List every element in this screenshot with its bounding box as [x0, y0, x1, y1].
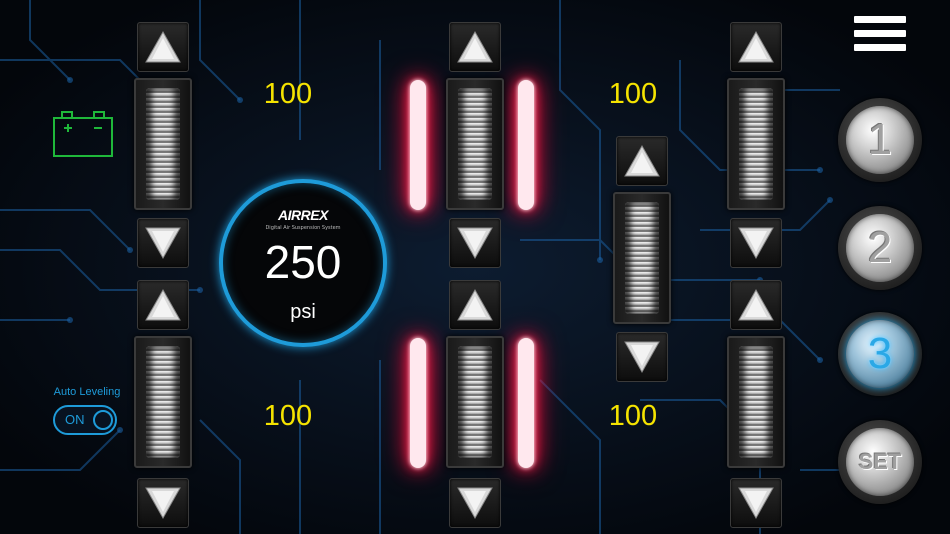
front-left-neon-indicator — [410, 80, 426, 210]
battery-icon — [53, 111, 113, 157]
pressure-unit: psi — [290, 301, 316, 323]
rear-axle-up-button[interactable] — [449, 280, 501, 330]
pressure-gauge: AIRREX Digital Air Suspension System 250… — [219, 179, 387, 347]
front-right-up-button[interactable] — [730, 22, 782, 72]
front-right-down-button[interactable] — [730, 218, 782, 268]
front-left-up-button[interactable] — [137, 22, 189, 72]
brand-subtitle: Digital Air Suspension System — [265, 225, 341, 231]
front-right-value: 100 — [608, 78, 658, 110]
preset-3-label: 3 — [846, 320, 914, 388]
preset-2-button[interactable]: 2 — [838, 206, 922, 290]
all-up-button[interactable] — [616, 136, 668, 186]
rear-left-roller[interactable] — [134, 336, 192, 468]
preset-set-button[interactable]: SET — [838, 420, 922, 504]
rear-right-down-button[interactable] — [730, 478, 782, 528]
front-axle-roller[interactable] — [446, 78, 504, 210]
front-left-value: 100 — [263, 78, 313, 110]
hamburger-menu-icon[interactable] — [854, 16, 906, 60]
front-right-roller[interactable] — [727, 78, 785, 210]
rear-left-up-button[interactable] — [137, 280, 189, 330]
rear-right-value: 100 — [608, 400, 658, 432]
preset-1-label: 1 — [846, 106, 914, 174]
auto-leveling-toggle[interactable]: ON — [53, 405, 117, 435]
rear-axle-roller[interactable] — [446, 336, 504, 468]
front-left-down-button[interactable] — [137, 218, 189, 268]
rear-right-neon-indicator — [518, 338, 534, 468]
brand-logo: AIRREX — [278, 207, 328, 223]
front-left-roller[interactable] — [134, 78, 192, 210]
auto-leveling-state: ON — [65, 412, 85, 427]
rear-left-down-button[interactable] — [137, 478, 189, 528]
front-axle-down-button[interactable] — [449, 218, 501, 268]
toggle-knob — [93, 410, 113, 430]
all-down-button[interactable] — [616, 332, 668, 382]
front-axle-up-button[interactable] — [449, 22, 501, 72]
preset-set-label: SET — [846, 428, 914, 496]
auto-leveling-label: Auto Leveling — [53, 386, 121, 398]
rear-right-up-button[interactable] — [730, 280, 782, 330]
rear-right-roller[interactable] — [727, 336, 785, 468]
all-corners-roller[interactable] — [613, 192, 671, 324]
rear-axle-down-button[interactable] — [449, 478, 501, 528]
rear-left-value: 100 — [263, 400, 313, 432]
tank-pressure-value: 250 — [264, 236, 342, 288]
preset-1-button[interactable]: 1 — [838, 98, 922, 182]
preset-3-button[interactable]: 3 — [838, 312, 922, 396]
front-right-neon-indicator — [518, 80, 534, 210]
preset-2-label: 2 — [846, 214, 914, 282]
rear-left-neon-indicator — [410, 338, 426, 468]
